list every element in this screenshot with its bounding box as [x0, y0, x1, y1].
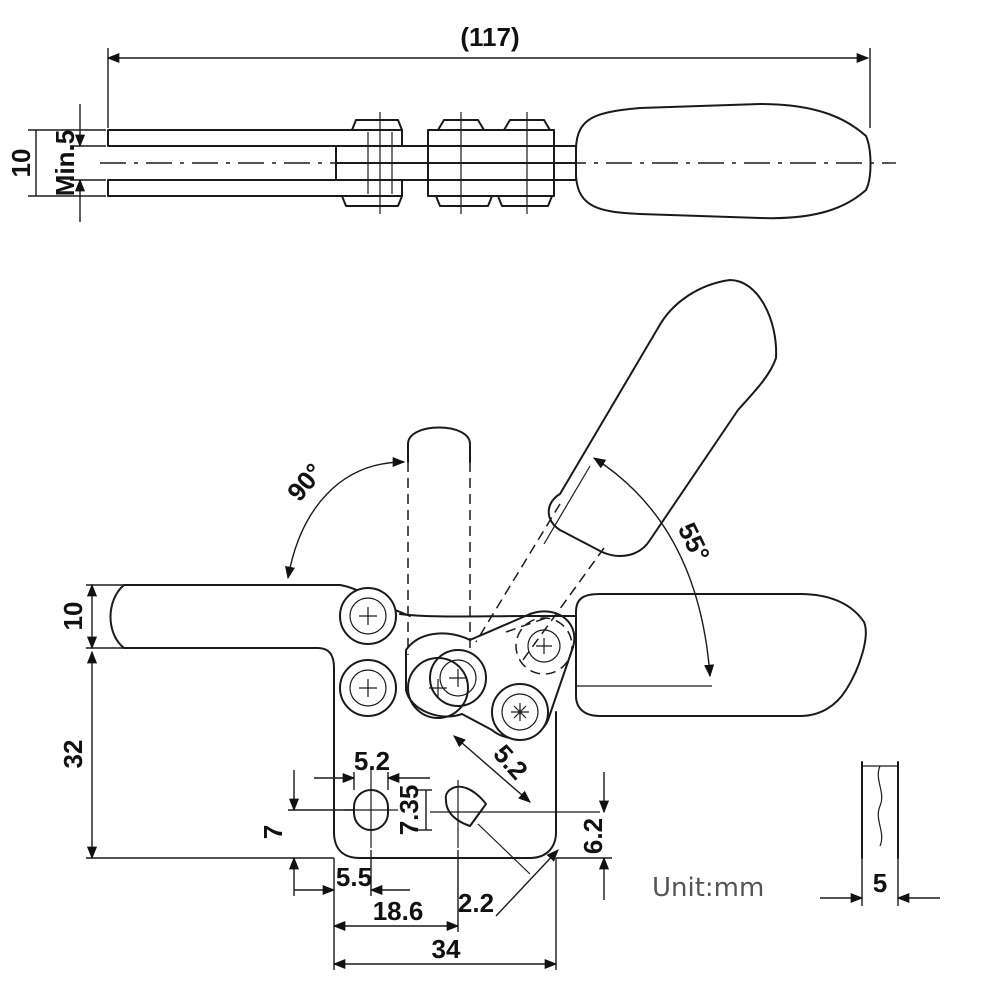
side-view — [86, 279, 867, 970]
dim-7-label: 7 — [258, 825, 288, 839]
dim-6-2-label: 6.2 — [578, 818, 608, 854]
top-upper-bar — [107, 129, 403, 147]
angle-90-arc — [285, 456, 406, 580]
overall-length-label: (117) — [460, 22, 519, 52]
link-plate — [405, 610, 576, 740]
top-bolts — [341, 112, 553, 214]
handle-angled — [547, 279, 778, 557]
thickness-5-label: 5 — [873, 868, 887, 898]
thickness-detail — [820, 761, 940, 906]
dim-32-label: 32 — [58, 740, 88, 769]
dim-5-5-label: 5.5 — [336, 862, 372, 892]
handle-vertical-position — [407, 462, 471, 660]
hole-5-2-label: 5.2 — [354, 746, 390, 776]
dim-10-top-label: 10 — [6, 149, 36, 178]
top-lower-bar — [107, 179, 403, 197]
dim-18-6-label: 18.6 — [373, 896, 424, 926]
min5-label: Min.5 — [50, 130, 80, 196]
handle-horizontal — [575, 593, 867, 717]
angle-55-arc — [592, 457, 715, 678]
dim-34-label: 34 — [432, 934, 461, 964]
dim-7-35-label: 7.35 — [394, 785, 424, 836]
base-body — [333, 711, 557, 859]
dim-2-2-label: 2.2 — [458, 888, 494, 918]
top-handle-grip — [575, 103, 872, 220]
top-view — [28, 48, 896, 222]
slot-5-2-label: 5.2 — [487, 739, 533, 786]
unit-label: Unit:mm — [652, 873, 764, 903]
angle-55-label: 55° — [672, 518, 716, 566]
dim-10-side-label: 10 — [58, 602, 88, 631]
pivot-pins — [339, 587, 573, 741]
